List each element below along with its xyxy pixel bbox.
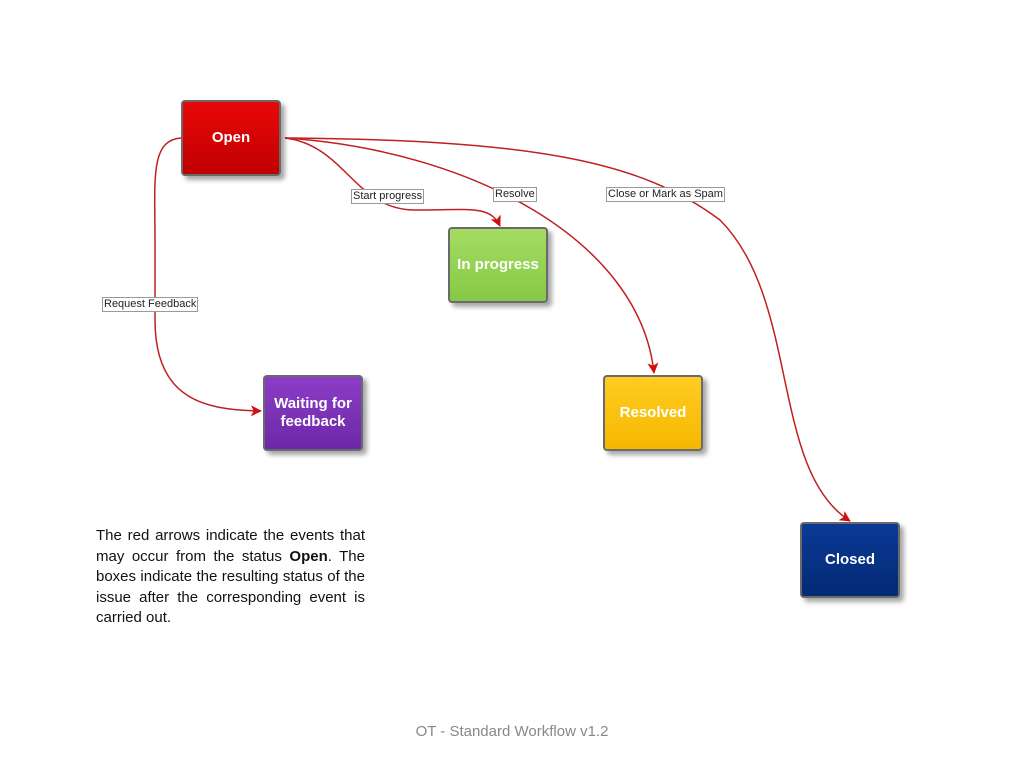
arrow-start-progress <box>284 137 501 227</box>
edge-label-resolve: Resolve <box>493 187 537 202</box>
arrow-resolve <box>284 137 659 374</box>
note-text-1: The red arrows indicate the events that … <box>96 527 365 565</box>
explanation-note: The red arrows indicate the events that … <box>96 526 365 629</box>
note-text-2: . The boxes indicate the resulting statu… <box>96 547 365 627</box>
status-open: Open <box>181 100 281 176</box>
status-in-progress: In progress <box>448 227 548 303</box>
edge-label-request-feedback: Request Feedback <box>102 297 199 312</box>
status-waiting-for-feedback: Waiting for feedback <box>263 375 363 451</box>
edge-label-close-or-spam: Close or Mark as Spam <box>606 187 725 202</box>
status-resolved-label: Resolved <box>619 404 687 421</box>
status-resolved: Resolved <box>603 375 703 451</box>
arrow-close <box>284 137 851 522</box>
note-bold-status: Open <box>289 547 328 565</box>
status-open-label: Open <box>211 129 251 146</box>
status-closed: Closed <box>800 522 900 598</box>
status-in-progress-label: In progress <box>457 256 539 273</box>
status-waiting-label: Waiting for feedback <box>274 395 352 430</box>
footer-caption: OT - Standard Workflow v1.2 <box>415 723 609 740</box>
edge-label-start-progress: Start progress <box>351 189 425 204</box>
status-closed-label: Closed <box>824 551 875 568</box>
arrow-request-feedback <box>153 137 262 417</box>
